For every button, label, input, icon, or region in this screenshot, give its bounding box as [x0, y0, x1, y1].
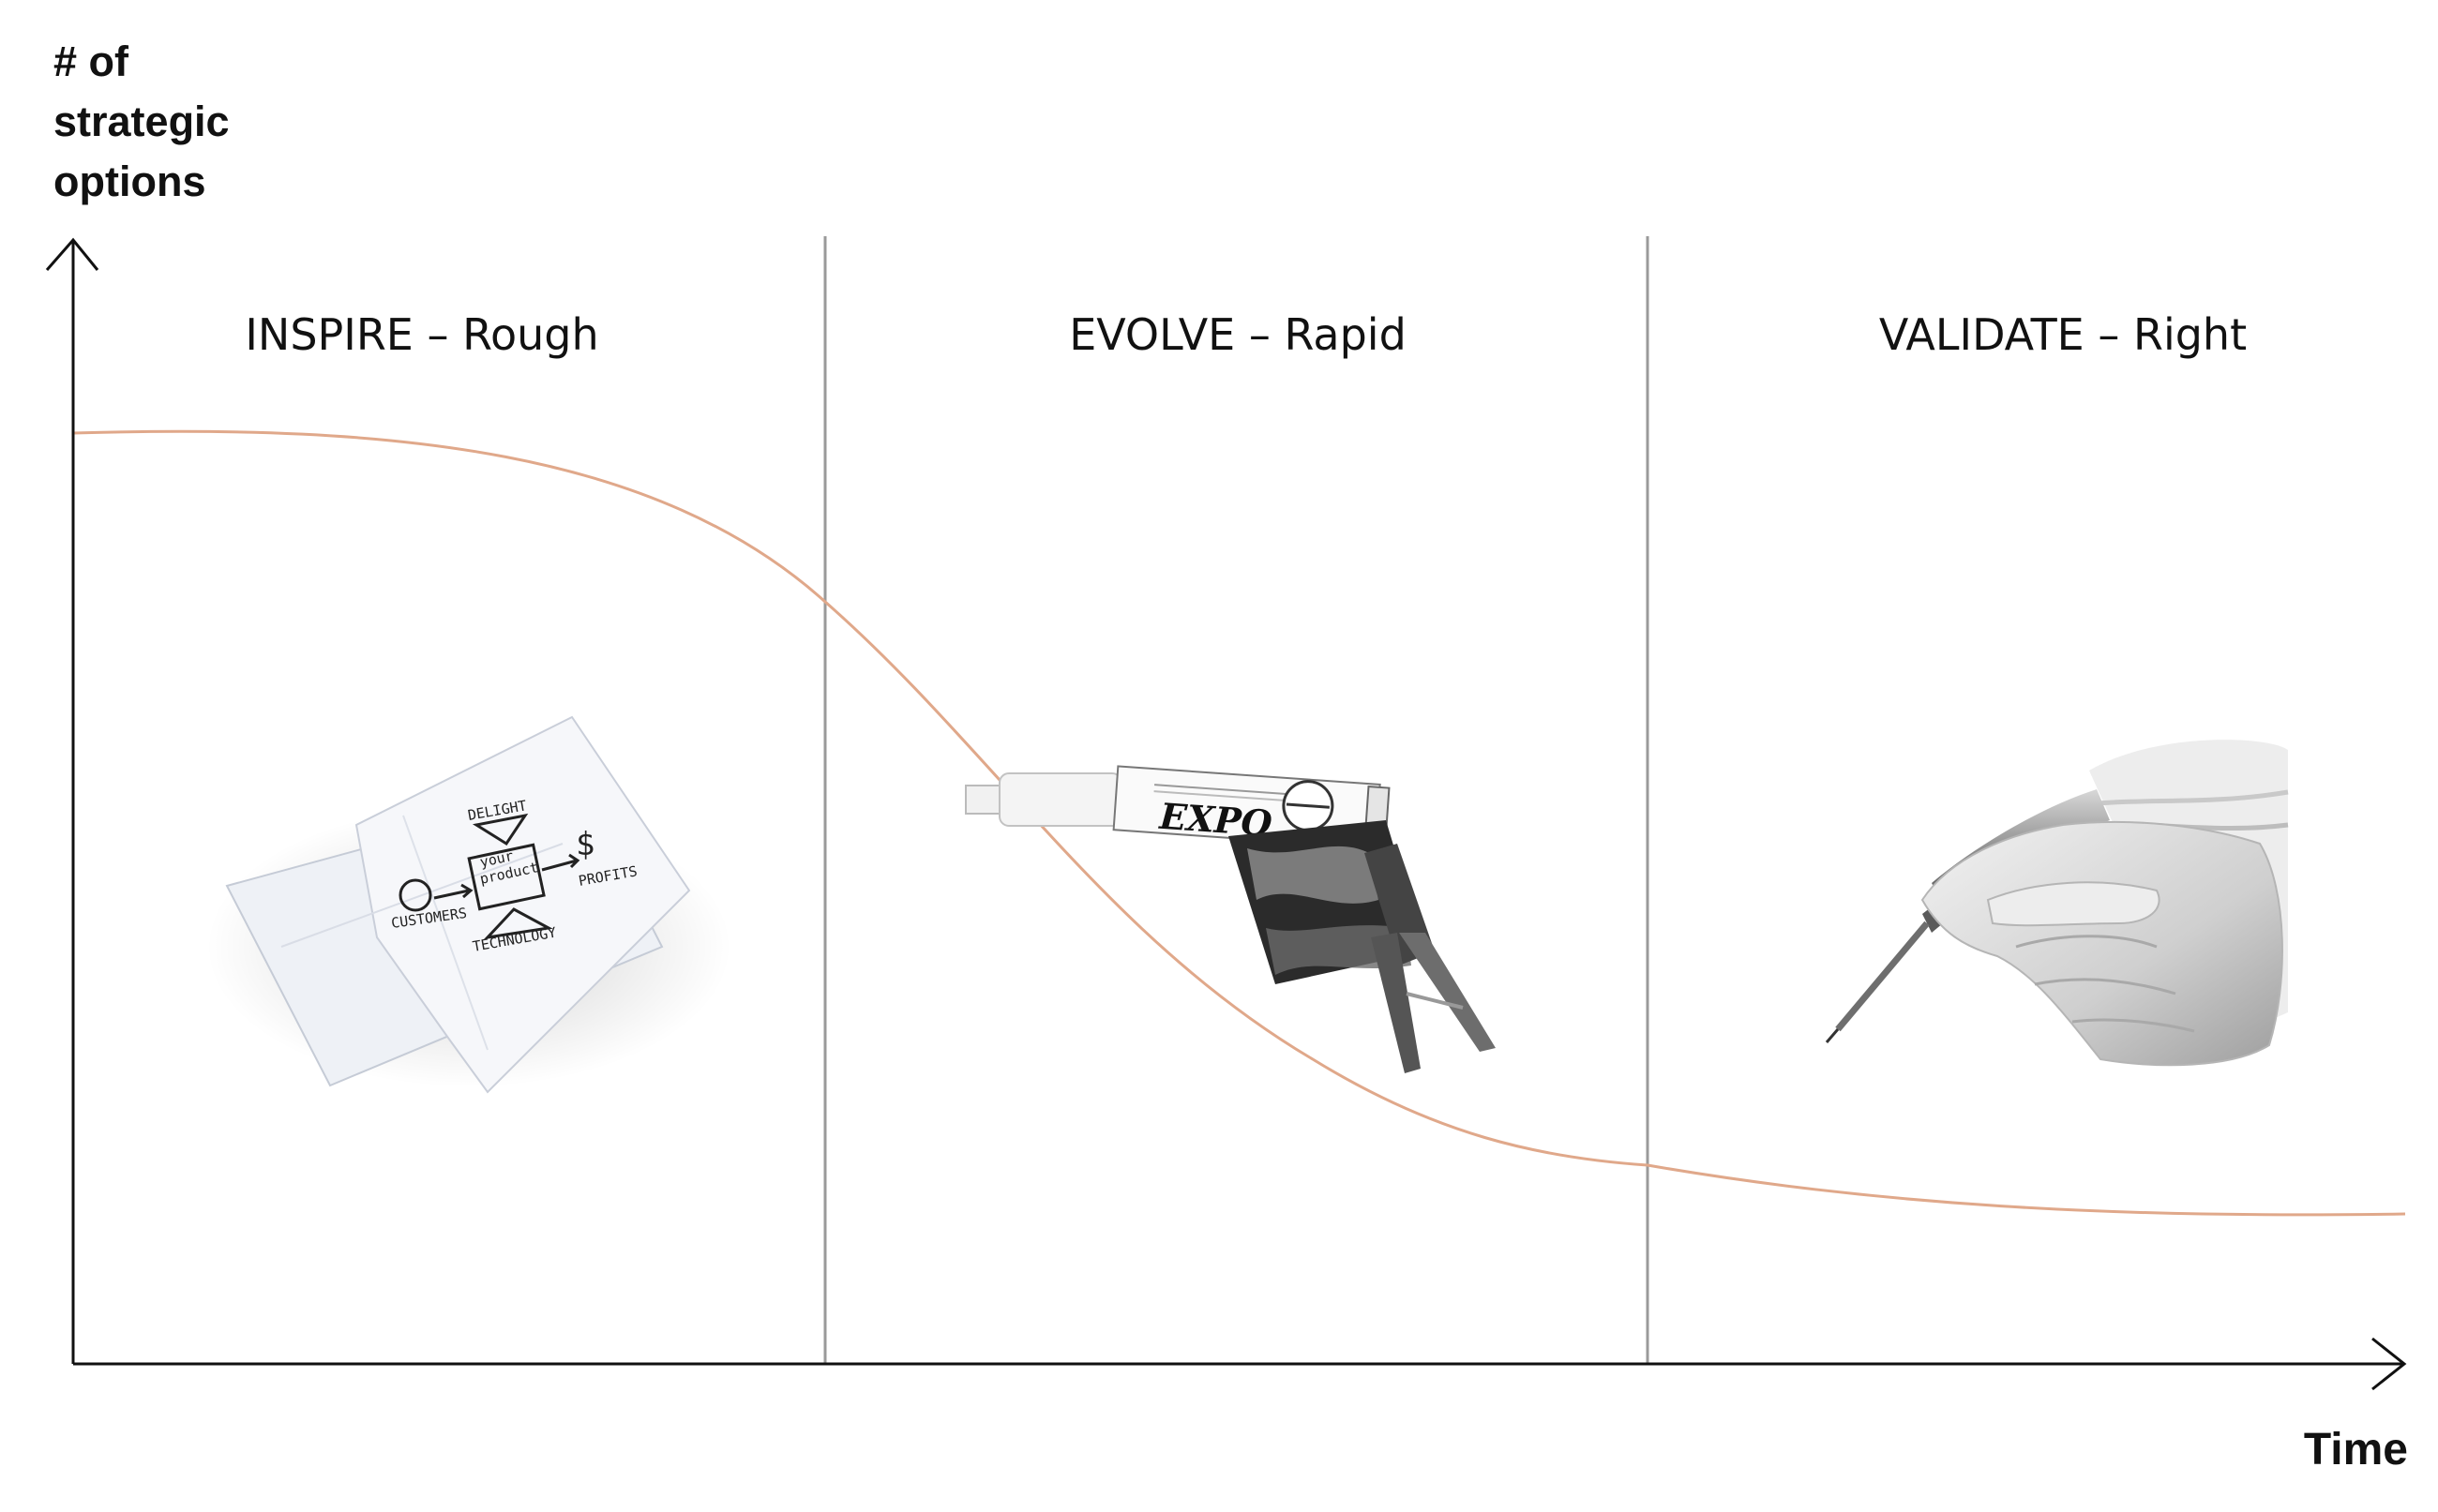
- x-axis-arrowhead: [2371, 1337, 2407, 1391]
- phase-label-validate: VALIDATE – Right: [1879, 309, 2247, 360]
- y-axis-title-line-3: options: [53, 157, 205, 205]
- y-axis-arrowhead: [45, 237, 99, 271]
- phase-label-evolve: EVOLVE – Rapid: [1069, 309, 1407, 360]
- phase-label-inspire: INSPIRE – Rough: [245, 309, 598, 360]
- y-axis-title-line-2: strategic: [53, 97, 230, 145]
- svg-text:$: $: [576, 826, 594, 863]
- napkin-sketch-image: DELIGHT your product $ PROFITS CUSTOMERS…: [206, 715, 731, 1094]
- marker-prototype-image: EXPO: [965, 765, 1496, 1073]
- y-axis-title-line-1: # of: [53, 37, 129, 85]
- y-axis-title: # of strategic options: [53, 37, 241, 205]
- x-axis-title: Time: [2304, 1425, 2408, 1475]
- precision-tool-image: [1825, 740, 2289, 1067]
- options-curve: [72, 429, 2406, 1217]
